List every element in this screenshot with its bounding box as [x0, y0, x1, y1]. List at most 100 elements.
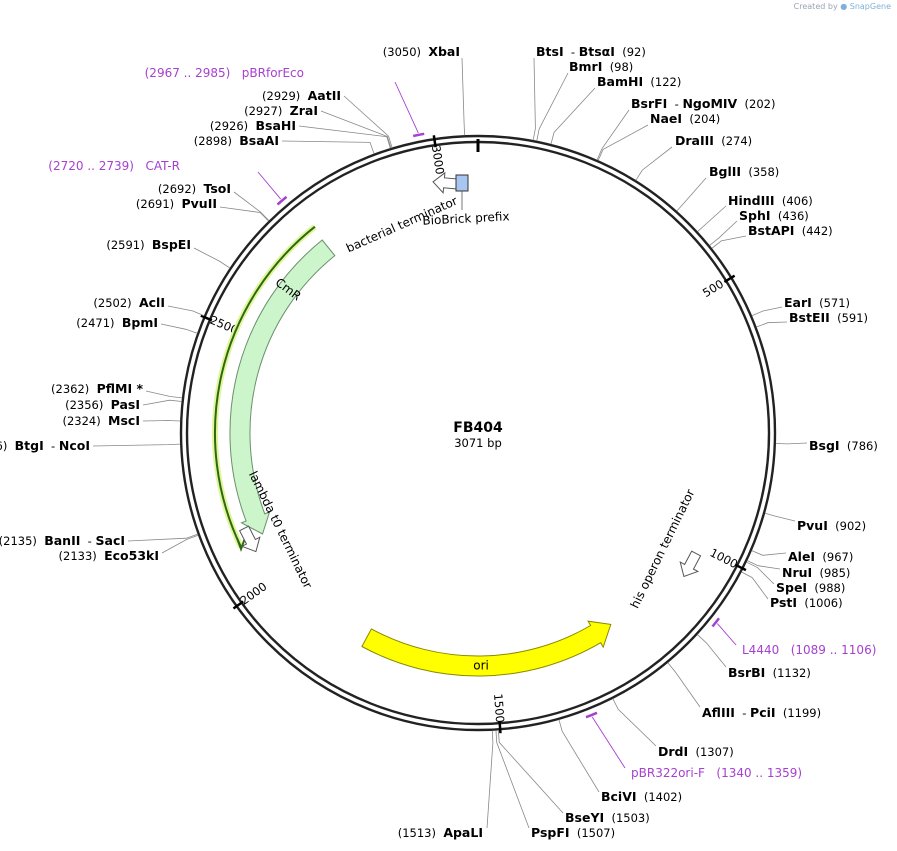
primer-pbrforeco[interactable]: (2967 .. 2985) pBRforEco	[145, 66, 425, 138]
enzyme-name: NruI	[782, 565, 812, 580]
enzyme-label: (2502) AclI	[93, 295, 165, 310]
enzyme-site-btsi[interactable]: BtsI - BtsαI (92)	[532, 44, 646, 141]
enzyme-site-bmri[interactable]: BmrI (98)	[536, 59, 633, 141]
enzyme-separator: -	[735, 706, 750, 720]
enzyme-site-acli[interactable]: (2502) AclI	[93, 295, 205, 317]
spacer	[840, 439, 847, 453]
enzyme-site-bamhi[interactable]: BamHI (122)	[550, 74, 681, 145]
spacer	[643, 75, 650, 89]
enzyme-site-banii[interactable]: (2135) BanII - SacI	[0, 533, 198, 548]
enzyme-site-nrui[interactable]: NruI (985)	[747, 560, 851, 580]
enzyme-site-naei[interactable]: NaeI (204)	[597, 111, 720, 161]
cmr-highlight-arrowhead	[236, 537, 246, 552]
enzyme-site-pvui[interactable]: PvuI (902)	[764, 512, 866, 533]
enzyme-leader-line	[145, 390, 183, 399]
enzyme-site-hindiii[interactable]: HindIII (406)	[697, 193, 813, 232]
enzyme-site-bseyi[interactable]: BseYI (1503)	[498, 730, 650, 825]
enzyme-leader-line	[495, 730, 530, 829]
enzyme-site-tsoi[interactable]: (2692) TsoI	[158, 181, 270, 221]
enzyme-leader-line	[320, 110, 392, 149]
enzyme-position: (406)	[782, 194, 813, 208]
enzyme-site-draiii[interactable]: DraIII (274)	[635, 133, 752, 181]
enzyme-position: (967)	[822, 550, 853, 564]
enzyme-label: (2691) PvuII	[136, 196, 217, 211]
enzyme-site-afliii[interactable]: AflIII - PciI (1199)	[667, 662, 821, 720]
enzyme-site-apali[interactable]: (1513) ApaLI	[398, 730, 494, 840]
spacer	[705, 766, 716, 780]
spacer	[37, 534, 44, 548]
enzyme-name: BanII	[44, 533, 80, 548]
spacer	[812, 296, 819, 310]
spacer	[741, 165, 748, 179]
enzyme-site-pspfi[interactable]: PspFI (1507)	[495, 730, 615, 840]
enzyme-label: BsgI (786)	[809, 438, 878, 453]
enzyme-label: (3050) XbaI	[383, 44, 460, 59]
enzyme-site-btgi[interactable]: (2286) BtgI - NcoI	[0, 438, 181, 453]
enzyme-leader-line	[486, 730, 494, 829]
enzyme-position: (2927)	[244, 104, 282, 118]
enzyme-site-sphi[interactable]: SphI (436)	[709, 208, 809, 246]
enzyme-name: AatII	[308, 88, 341, 103]
enzyme-site-spei[interactable]: SpeI (988)	[746, 561, 846, 595]
enzyme-position: (988)	[814, 581, 845, 595]
enzyme-position: (2691)	[136, 197, 174, 211]
primer-l4440[interactable]: L4440 (1089 .. 1106)	[711, 617, 877, 657]
enzyme-site-bglii[interactable]: BglII (358)	[676, 164, 780, 212]
enzyme-site-pflmi[interactable]: (2362) PflMI *	[51, 381, 183, 399]
enzyme-site-bsgi[interactable]: BsgI (786)	[775, 438, 878, 453]
spacer	[145, 238, 152, 252]
enzyme-site-pasi[interactable]: (2356) PasI	[65, 397, 182, 412]
enzyme-site-aatii[interactable]: (2929) AatII	[262, 88, 393, 148]
enzyme-label: (2471) BpmI	[76, 315, 158, 330]
primer-range: (2967 .. 2985)	[145, 66, 231, 80]
enzyme-site-pvuii[interactable]: (2691) PvuII	[136, 196, 269, 222]
enzyme-name: BpmI	[122, 315, 158, 330]
enzyme-site-bsahi[interactable]: (2926) BsaHI	[210, 118, 391, 149]
enzyme-site-zrai[interactable]: (2927) ZraI	[244, 103, 392, 149]
enzyme-label: BsrFI - NgoMIV (202)	[631, 96, 775, 111]
restriction-sites: (3050) XbaI BtsI - BtsαI (92)BmrI (98)Bam…	[0, 44, 878, 840]
spacer	[103, 398, 110, 412]
enzyme-site-psti[interactable]: PstI (1006)	[741, 571, 843, 610]
primer-cat-r[interactable]: (2720 .. 2739) CAT-R	[48, 159, 288, 206]
enzyme-site-eco53ki[interactable]: (2133) Eco53kI	[59, 534, 199, 563]
enzyme-label: SpeI (988)	[776, 580, 845, 595]
enzyme-name: AclI	[139, 295, 165, 310]
enzyme-site-bsaai[interactable]: (2898) BsaAI	[194, 133, 375, 154]
enzyme-site-bsteii[interactable]: BstEII (591)	[756, 310, 869, 328]
enzyme-name: BamHI	[597, 74, 643, 89]
ori-label: ori	[473, 658, 489, 672]
enzyme-site-bspei[interactable]: (2591) BspEI	[106, 237, 231, 269]
tick-mark	[498, 721, 502, 734]
enzyme-label: SphI (436)	[739, 208, 809, 223]
primer-pbr322ori-f[interactable]: pBR322ori-F (1340 .. 1359)	[585, 711, 802, 780]
enzyme-label: (2135) BanII - SacI	[0, 533, 125, 548]
enzyme-leader-line	[597, 124, 649, 161]
enzyme-site-alei[interactable]: AleI (967)	[751, 549, 854, 564]
primer-label: (2720 .. 2739) CAT-R	[48, 159, 180, 173]
enzyme-site-bsrbi[interactable]: BsrBI (1132)	[697, 634, 811, 680]
spacer	[776, 706, 783, 720]
enzyme-name: BspEI	[152, 237, 191, 252]
spacer	[232, 134, 239, 148]
enzyme-name: EarI	[784, 295, 812, 310]
enzyme-site-eari[interactable]: EarI (571)	[751, 295, 850, 317]
primer-range: (1089 .. 1106)	[791, 643, 877, 657]
plasmid-center-label: FB404 3071 bp	[453, 420, 503, 450]
enzyme-position: (786)	[847, 439, 878, 453]
enzyme-site-bsrfi[interactable]: BsrFI - NgoMIV (202)	[596, 96, 775, 160]
enzyme-name: BsrBI	[728, 665, 765, 680]
enzyme-site-bcivi[interactable]: BciVI (1402)	[558, 719, 682, 804]
enzyme-name-2: BtsαI	[579, 44, 615, 59]
enzyme-label: (2324) MscI	[62, 413, 140, 428]
enzyme-site-drdi[interactable]: DrdI (1307)	[612, 698, 734, 759]
enzyme-name-2: SacI	[96, 533, 126, 548]
enzyme-name: BseYI	[565, 810, 604, 825]
enzyme-site-msci[interactable]: (2324) MscI	[62, 413, 181, 428]
enzyme-position: (985)	[820, 566, 851, 580]
enzyme-site-bpmi[interactable]: (2471) BpmI	[76, 315, 198, 334]
spacer	[737, 97, 744, 111]
enzyme-site-bstapi[interactable]: BstAPI (442)	[711, 223, 833, 249]
spacer	[682, 112, 689, 126]
enzyme-site-xbai[interactable]: (3050) XbaI	[383, 44, 465, 136]
